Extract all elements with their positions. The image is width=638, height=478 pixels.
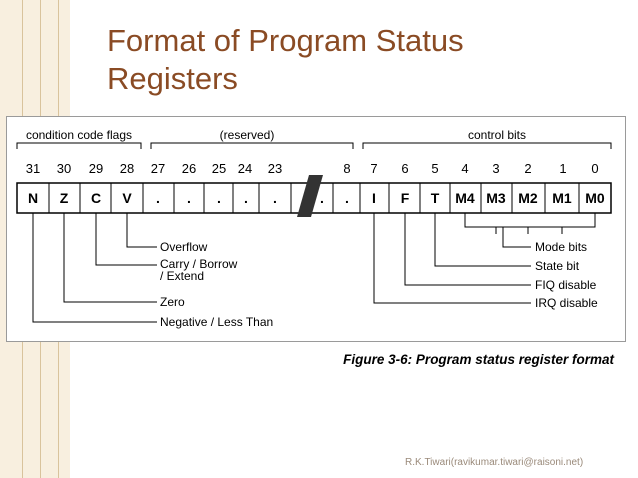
bit-number: 0 xyxy=(591,161,598,176)
cell-reserved: . xyxy=(156,190,160,206)
label-extend: / Extend xyxy=(160,269,204,283)
label-negative: Negative / Less Than xyxy=(160,315,273,329)
caption-area: Figure 3-6: Program status register form… xyxy=(343,352,614,367)
cell-m2: M2 xyxy=(518,190,538,206)
cell-reserved: . xyxy=(187,190,191,206)
bit-number: 31 xyxy=(26,161,40,176)
cell-n: N xyxy=(28,190,38,206)
title-line-2: Registers xyxy=(107,61,238,96)
cell-t: T xyxy=(431,190,440,206)
bit-number: 1 xyxy=(559,161,566,176)
group-label-reserved: (reserved) xyxy=(220,128,275,142)
label-irq-disable: IRQ disable xyxy=(535,296,598,310)
cell-reserved: . xyxy=(217,190,221,206)
cell-c: C xyxy=(91,190,101,206)
title-line-1: Format of Program Status xyxy=(107,23,464,58)
cell-m4: M4 xyxy=(455,190,475,206)
leader-carry xyxy=(95,213,157,266)
bit-number: 23 xyxy=(268,161,282,176)
psr-diagram: condition code flags (reserved) control … xyxy=(16,128,612,329)
bit-number: 27 xyxy=(151,161,165,176)
cell-m0: M0 xyxy=(585,190,605,206)
bit-number: 6 xyxy=(401,161,408,176)
bracket-reserved xyxy=(150,142,354,149)
label-carry-borrow: Carry / Borrow xyxy=(160,257,238,271)
bit-number: 5 xyxy=(431,161,438,176)
leader-mode-bits xyxy=(502,227,531,248)
slide-footer: R.K.Tiwari(ravikumar.tiwari@raisoni.net) xyxy=(405,457,584,468)
label-mode-bits: Mode bits xyxy=(535,240,587,254)
figure-caption: Figure 3-6: Program status register form… xyxy=(343,352,614,367)
cell-m1: M1 xyxy=(552,190,572,206)
bracket-condition-flags xyxy=(16,142,142,149)
bit-number: 25 xyxy=(212,161,226,176)
group-label-condition-flags: condition code flags xyxy=(26,128,132,142)
mode-bits-bracket xyxy=(464,213,596,228)
cell-v: V xyxy=(122,190,132,206)
bit-number: 3 xyxy=(492,161,499,176)
leader-irq xyxy=(373,213,531,304)
label-zero: Zero xyxy=(160,295,185,309)
break-mark xyxy=(297,175,323,217)
cell-i: I xyxy=(372,190,376,206)
cell-reserved: . xyxy=(345,190,349,206)
bracket-control-bits xyxy=(362,142,612,149)
leader-zero xyxy=(63,213,157,303)
label-state-bit: State bit xyxy=(535,259,580,273)
bit-number: 26 xyxy=(182,161,196,176)
cell-reserved: . xyxy=(273,190,277,206)
bit-number: 30 xyxy=(57,161,71,176)
label-overflow: Overflow xyxy=(160,240,208,254)
cell-reserved: . xyxy=(244,190,248,206)
bit-number: 4 xyxy=(461,161,468,176)
cell-m3: M3 xyxy=(486,190,506,206)
leader-state-bit xyxy=(434,213,531,267)
cell-f: F xyxy=(401,190,410,206)
slide-title: Format of Program Status Registers xyxy=(107,22,464,98)
label-fiq-disable: FIQ disable xyxy=(535,278,597,292)
leader-negative xyxy=(32,213,157,323)
leader-fiq xyxy=(404,213,531,286)
psr-format-figure: condition code flags (reserved) control … xyxy=(6,116,626,342)
bit-number: 8 xyxy=(343,161,350,176)
cell-reserved: . xyxy=(320,190,324,206)
group-label-control-bits: control bits xyxy=(468,128,526,142)
bit-number: 29 xyxy=(89,161,103,176)
bit-number: 7 xyxy=(370,161,377,176)
bit-number: 28 xyxy=(120,161,134,176)
bit-number: 2 xyxy=(524,161,531,176)
leader-overflow xyxy=(126,213,157,248)
cell-z: Z xyxy=(60,190,69,206)
bit-number: 24 xyxy=(238,161,252,176)
